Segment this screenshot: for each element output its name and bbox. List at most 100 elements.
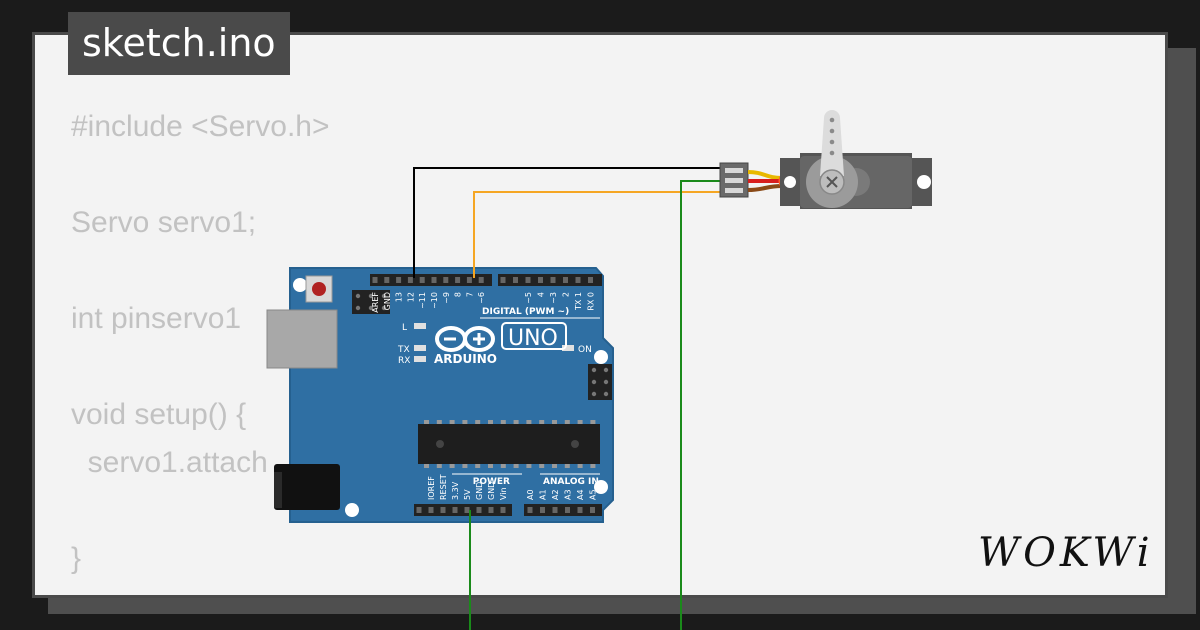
chip-pin	[449, 420, 455, 424]
chip-pin	[526, 420, 532, 424]
code-line: }	[71, 542, 82, 575]
power-pin-label: Vin	[499, 487, 508, 500]
gnd-wire[interactable]	[413, 167, 720, 278]
chip-pin	[564, 420, 570, 424]
file-tab[interactable]: sketch.ino	[68, 12, 290, 75]
digital-pin-label: 8	[454, 292, 463, 297]
arduino-brand: ARDUINO	[434, 352, 497, 366]
pin-hole[interactable]	[372, 277, 378, 283]
pin-hole[interactable]	[443, 277, 449, 283]
chip-pin	[526, 464, 532, 468]
wokwi-logo: WOKWi	[978, 530, 1154, 576]
analog-label: ANALOG IN	[543, 477, 599, 487]
l-led-label: L	[402, 323, 407, 333]
digital-pin-label: 12	[406, 292, 415, 302]
pin-hole[interactable]	[575, 277, 581, 283]
pin-hole[interactable]	[540, 507, 545, 513]
servo-horn[interactable]	[819, 110, 845, 195]
tx-led	[414, 345, 426, 351]
digital-pin-label: ~3	[549, 292, 558, 304]
analog-pin-label: A1	[539, 489, 548, 500]
pin-hole[interactable]	[440, 507, 446, 513]
pin-hole[interactable]	[416, 507, 422, 513]
chip-pin	[552, 464, 557, 468]
microcontroller-chip	[418, 420, 600, 468]
pin-hole[interactable]	[550, 277, 556, 283]
digital-pin-label: ~9	[442, 292, 451, 304]
chip-pin	[539, 464, 545, 468]
pin-hole[interactable]	[478, 277, 484, 283]
chip-pin	[513, 420, 519, 424]
pin-hole[interactable]	[396, 277, 402, 283]
code-line: void setup() {	[71, 398, 247, 431]
pin-hole[interactable]	[464, 507, 470, 513]
chip-pin	[462, 464, 468, 468]
chip-pin	[436, 464, 442, 468]
code-line: #include <Servo.h>	[71, 110, 330, 143]
pin-hole[interactable]	[565, 507, 570, 513]
chip-pin	[462, 420, 468, 424]
chip-pin	[539, 420, 545, 424]
pin-hole[interactable]	[428, 507, 434, 513]
pin-hole[interactable]	[488, 507, 494, 513]
servo-motor[interactable]	[719, 110, 932, 209]
pin-hole[interactable]	[563, 277, 568, 283]
chip-pin	[500, 464, 506, 468]
chip-pin	[577, 420, 583, 424]
signal-wire[interactable]	[473, 191, 720, 278]
digital-pin-label: RX 0	[587, 292, 596, 311]
usb-connector	[266, 309, 338, 369]
pin-hole[interactable]	[407, 277, 413, 283]
power-pin-label: GND	[475, 482, 484, 500]
pin-hole[interactable]	[527, 507, 533, 513]
code-line: servo1.attach	[71, 446, 268, 479]
pin-hole[interactable]	[552, 507, 558, 513]
digital-pin-label: GND	[383, 292, 392, 310]
chip-pin	[590, 420, 596, 424]
mounting-hole	[345, 503, 359, 517]
pin-hole[interactable]	[466, 277, 472, 283]
pin-hole[interactable]	[513, 277, 518, 283]
power-pin-label: IOREF	[427, 476, 436, 500]
pin-hole[interactable]	[384, 277, 390, 283]
analog-pin-label: A5	[589, 489, 598, 500]
pin-hole[interactable]	[500, 507, 506, 513]
chip-pin	[475, 420, 481, 424]
code-line: Servo servo1;	[71, 206, 257, 239]
analog-pin-label: A4	[576, 489, 585, 500]
code-editor: #include <Servo.h>Servo servo1;int pinse…	[71, 103, 330, 583]
digital-pin-label: 7	[465, 292, 474, 297]
pin-hole[interactable]	[525, 277, 531, 283]
pin-hole[interactable]	[500, 277, 506, 283]
pin-hole[interactable]	[476, 507, 482, 513]
pin-hole[interactable]	[455, 277, 461, 283]
digital-label: DIGITAL (PWM ~)	[482, 307, 569, 317]
digital-pin-label: 2	[562, 292, 571, 297]
chip-pin	[488, 464, 493, 468]
on-led	[562, 345, 574, 351]
digital-pin-label: 13	[395, 292, 404, 302]
reset-button[interactable]	[305, 275, 333, 303]
rx-led-label: RX	[398, 356, 410, 366]
board-model: UNO	[508, 326, 558, 351]
analog-pin-label: A3	[564, 489, 573, 500]
pin-hole[interactable]	[452, 507, 458, 513]
chip-pin	[424, 464, 429, 468]
power-pin-label: GND	[487, 482, 496, 500]
chip-pin	[577, 464, 583, 468]
wokwi-logo-text: WOKWi	[978, 530, 1154, 576]
analog-pin-label: A2	[551, 489, 560, 500]
pin-hole[interactable]	[588, 277, 593, 283]
digital-pin-label: ~5	[524, 292, 533, 304]
chip-pin	[564, 464, 570, 468]
pin-hole[interactable]	[590, 507, 595, 513]
pin-hole[interactable]	[577, 507, 583, 513]
vcc-wire[interactable]	[680, 180, 720, 630]
pin-hole[interactable]	[538, 277, 543, 283]
chip-pin	[475, 464, 481, 468]
icsp-header	[588, 364, 612, 400]
pin-hole[interactable]	[431, 277, 437, 283]
pin-hole[interactable]	[419, 277, 425, 283]
